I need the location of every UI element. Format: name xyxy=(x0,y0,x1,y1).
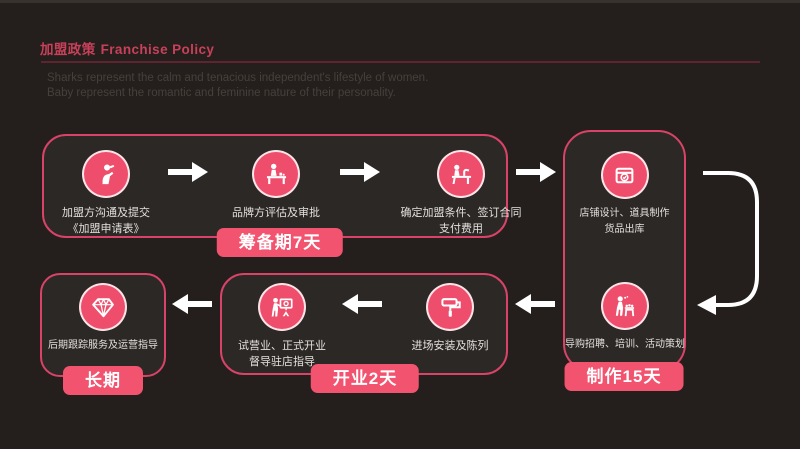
flow-arrow-right-1-icon xyxy=(168,162,208,182)
page-title: 加盟政策 Franchise Policy xyxy=(40,38,214,58)
step-sign-contract: 确定加盟条件、签订合同 支付费用 xyxy=(381,150,541,237)
flow-arrow-right-2-icon xyxy=(340,162,380,182)
trial-opening-presentation-icon xyxy=(258,283,306,331)
step-brand-evaluation: 品牌方评估及审批 xyxy=(206,150,346,221)
panel-opening: 试营业、正式开业 督导驻店指导 进场安装及陈列 xyxy=(220,273,508,375)
page-title-zh: 加盟政策 xyxy=(40,42,96,57)
step-label: 进场安装及陈列 xyxy=(411,340,489,352)
flow-arrow-left-1-icon xyxy=(515,294,555,314)
step-label: 导购招聘、培训、活动策划 xyxy=(565,339,685,350)
step-label: 试营业、正式开业 xyxy=(238,340,326,352)
step-aftercare: 后期跟踪服务及运营指导 xyxy=(42,283,164,354)
page-title-en: Franchise Policy xyxy=(100,42,215,57)
store-design-package-icon xyxy=(600,151,649,199)
brand-evaluation-icon xyxy=(252,150,300,198)
subtitle-line-2: Baby represent the romantic and feminine… xyxy=(47,87,396,99)
step-label: 督导驻店指导 xyxy=(249,356,315,368)
flow-arrow-left-2-icon xyxy=(342,294,382,314)
step-label: 后期跟踪服务及运营指导 xyxy=(48,340,158,351)
badge-preparation-7-days: 筹备期7天 xyxy=(216,228,344,257)
install-display-roller-icon xyxy=(426,283,474,331)
top-edge-strip xyxy=(0,0,800,3)
title-underline xyxy=(41,61,760,63)
step-store-design: 店铺设计、道具制作 货品出库 xyxy=(565,151,684,238)
step-trial-opening: 试营业、正式开业 督导驻店指导 xyxy=(212,283,352,370)
step-install-display: 进场安装及陈列 xyxy=(380,283,520,354)
flow-arrow-right-3-icon xyxy=(516,162,556,182)
applicant-communication-icon xyxy=(82,150,130,198)
step-recruit-training: 导购招聘、培训、活动策划 xyxy=(565,282,685,353)
badge-opening-2-days: 开业2天 xyxy=(310,364,420,393)
subtitle-line-1: Sharks represent the calm and tenacious … xyxy=(47,72,429,84)
step-label: 《加盟申请表》 xyxy=(67,223,145,235)
step-label: 确定加盟条件、签订合同 xyxy=(400,207,522,219)
contract-signing-icon xyxy=(437,150,485,198)
step-label: 货品出库 xyxy=(604,224,645,235)
flow-arrow-left-3-icon xyxy=(172,294,212,314)
badge-production-15-days: 制作15天 xyxy=(564,362,684,391)
step-label: 支付费用 xyxy=(439,223,483,235)
panel-production: 店铺设计、道具制作 货品出库 导购招聘、培训、活动策划 xyxy=(563,130,686,372)
step-label: 店铺设计、道具制作 xyxy=(579,208,670,219)
aftercare-diamond-icon xyxy=(79,283,127,331)
panel-longterm: 后期跟踪服务及运营指导 xyxy=(40,273,166,377)
recruit-training-icon xyxy=(600,282,649,330)
step-label: 品牌方评估及审批 xyxy=(232,207,320,219)
step-label: 加盟方沟通及提交 xyxy=(62,207,150,219)
step-submit-application: 加盟方沟通及提交 《加盟申请表》 xyxy=(36,150,176,237)
badge-long-term: 长期 xyxy=(63,366,143,395)
